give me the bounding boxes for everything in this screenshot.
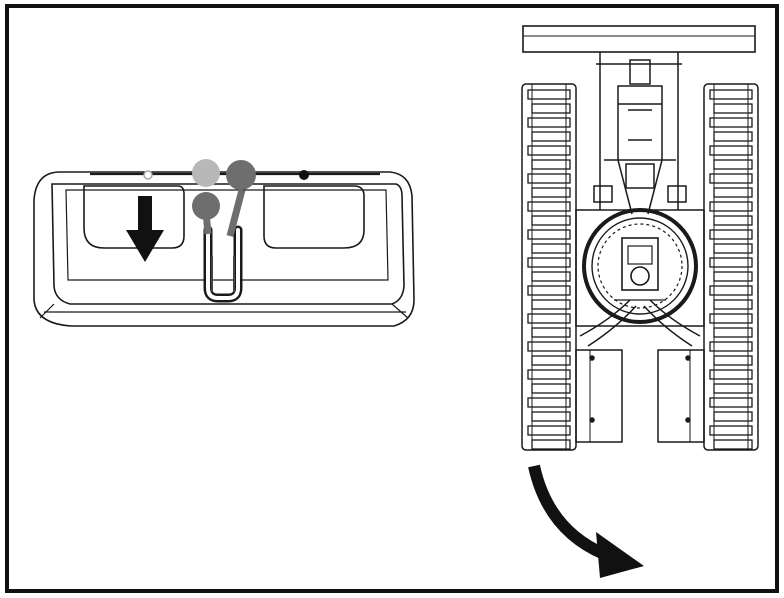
track-shoe — [527, 229, 571, 240]
track-shoe — [531, 439, 571, 450]
track-shoe — [713, 439, 753, 450]
track-shoe — [709, 369, 753, 380]
track-shoe — [531, 383, 571, 394]
track-shoe — [531, 355, 571, 366]
track-shoe — [713, 103, 753, 114]
figure-frame — [5, 4, 779, 593]
track-shoe — [531, 271, 571, 282]
dozer-blade — [522, 25, 756, 53]
track-shoe — [709, 285, 753, 296]
track-shoe — [709, 117, 753, 128]
track-shoe — [527, 201, 571, 212]
track-shoe — [709, 257, 753, 268]
rail-dot-right — [299, 170, 309, 180]
lever-right-travel-knob — [226, 160, 256, 190]
track-shoe — [709, 397, 753, 408]
track-shoe — [713, 187, 753, 198]
track-shoe — [709, 173, 753, 184]
lever-neutral-knob — [192, 159, 220, 187]
lever-left-travel-knob — [192, 192, 220, 220]
track-shoe — [531, 159, 571, 170]
track-shoe — [527, 341, 571, 352]
track-shoe — [713, 411, 753, 422]
track-shoe — [527, 173, 571, 184]
track-shoe — [713, 299, 753, 310]
track-frame — [575, 209, 705, 443]
track-shoe — [527, 145, 571, 156]
track-shoe — [709, 89, 753, 100]
track-shoe — [527, 369, 571, 380]
right-track — [703, 83, 759, 451]
turn-right-arrow-icon — [528, 464, 644, 578]
track-shoe — [713, 159, 753, 170]
track-shoe — [531, 327, 571, 338]
left-track — [521, 83, 577, 451]
track-shoe — [527, 89, 571, 100]
control-console — [33, 171, 415, 327]
track-shoe — [531, 411, 571, 422]
track-shoe — [531, 243, 571, 254]
track-shoe — [531, 299, 571, 310]
track-shoe — [527, 313, 571, 324]
track-shoe — [709, 313, 753, 324]
track-shoe — [531, 103, 571, 114]
track-shoe — [527, 425, 571, 436]
track-shoe — [713, 355, 753, 366]
right-pad — [263, 185, 365, 249]
track-shoe — [527, 397, 571, 408]
track-shoe — [713, 327, 753, 338]
track-shoe — [709, 201, 753, 212]
track-shoe — [527, 117, 571, 128]
track-shoe — [709, 145, 753, 156]
track-shoe — [713, 243, 753, 254]
track-shoe — [709, 341, 753, 352]
swing-bearing — [582, 208, 698, 324]
track-shoe — [531, 131, 571, 142]
rail-dot-left — [143, 170, 153, 180]
track-shoe — [713, 383, 753, 394]
track-shoe — [527, 257, 571, 268]
track-shoe — [531, 187, 571, 198]
track-shoe — [527, 285, 571, 296]
track-shoe — [709, 229, 753, 240]
track-shoe — [713, 131, 753, 142]
boom-assembly — [593, 52, 687, 215]
track-shoe — [709, 425, 753, 436]
arrow-down-icon — [126, 196, 164, 262]
track-shoe — [713, 215, 753, 226]
left-pad — [83, 185, 185, 249]
track-shoe — [713, 271, 753, 282]
track-shoe — [531, 215, 571, 226]
